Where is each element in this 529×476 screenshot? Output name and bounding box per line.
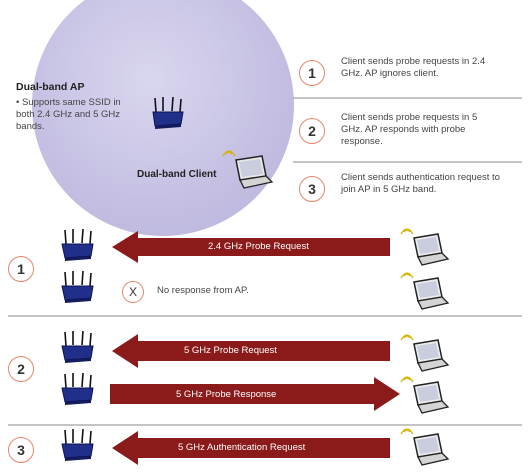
arrow-1-label: 2.4 GHz Probe Request [208,241,309,252]
ap-bullet-text: Supports same SSID in both 2.4 GHz and 5… [16,97,121,132]
arrow-4-label: 5 GHz Authentication Request [178,442,306,453]
router-row3-icon [61,428,94,461]
ap-title: Dual-band AP [16,81,85,93]
laptop-row2a-icon [400,334,450,372]
step-3-text: Client sends authentication request to j… [341,172,500,195]
router-row1a-icon [61,228,94,261]
step-3-badge: 3 [299,176,325,202]
router-row1b-icon [61,270,94,303]
arrow-1 [112,231,390,263]
ap-bullet: • Supports same SSID in both 2.4 GHz and… [16,97,126,133]
router-row2b-icon [61,372,94,405]
arrow-4 [112,431,390,465]
step-1-badge: 1 [299,60,325,86]
laptop-row2b-icon [400,376,450,414]
row-3-badge: 3 [8,437,34,463]
arrow-3 [110,377,400,411]
router-row2a-icon [61,330,94,363]
arrow-2-label: 5 GHz Probe Request [184,345,277,356]
no-response-text: No response from AP. [157,285,249,296]
step-2-badge: 2 [299,118,325,144]
laptop-icon [222,150,274,189]
laptop-row3-icon [400,428,450,466]
arrow-3-label: 5 GHz Probe Response [176,389,277,400]
row-1-badge: 1 [8,256,34,282]
laptop-row1b-icon [400,272,450,310]
x-badge: X [122,281,144,303]
step-2-text: Client sends probe requests in 5 GHz. AP… [341,112,478,147]
client-label: Dual-band Client [137,169,217,180]
row-2-badge: 2 [8,356,34,382]
step-1-text: Client sends probe requests in 2.4 GHz. … [341,56,486,79]
laptop-row1a-icon [400,228,450,266]
router-icon [152,96,184,129]
arrow-2 [112,334,390,368]
bullet-dot: • [16,97,22,108]
